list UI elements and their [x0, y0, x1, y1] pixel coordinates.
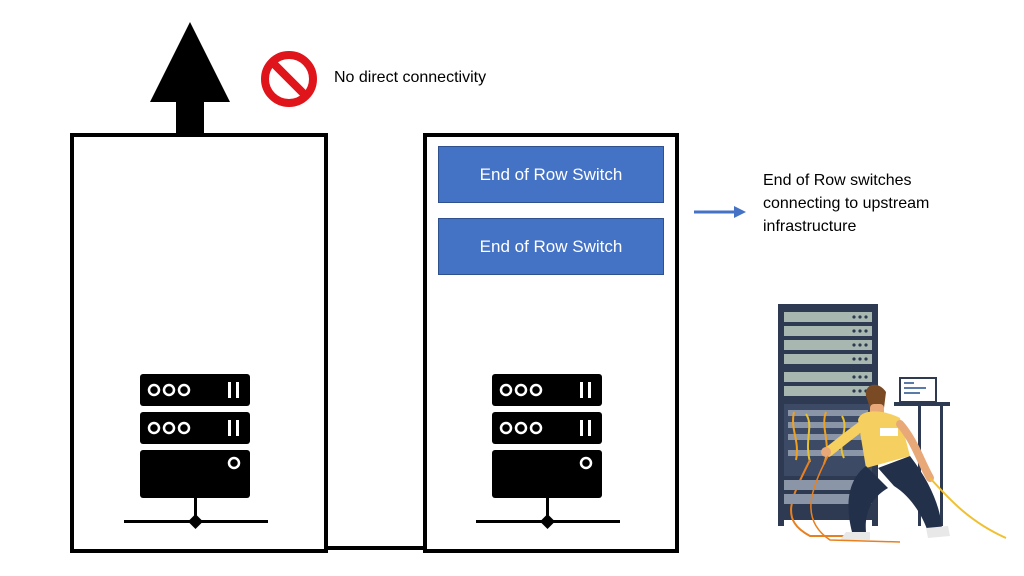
- eor-annotation: End of Row switches connecting to upstre…: [763, 169, 929, 238]
- technician-illustration: [778, 304, 1007, 543]
- up-arrow-icon: [150, 22, 230, 138]
- no-connectivity-label: No direct connectivity: [334, 69, 487, 86]
- server-stack-icon: [124, 374, 268, 529]
- eor-line: connecting to upstream: [763, 195, 930, 212]
- eor-line: infrastructure: [763, 218, 857, 235]
- end-of-row-switch: End of Row Switch: [438, 218, 664, 275]
- right-arrow-icon: [694, 206, 746, 218]
- eor-line: End of Row switches: [763, 172, 912, 189]
- end-of-row-switch: End of Row Switch: [438, 146, 664, 203]
- right-rack: [423, 133, 679, 553]
- prohibited-icon: [261, 51, 317, 107]
- rack-connector: [320, 546, 430, 550]
- server-stack-icon: [476, 374, 620, 529]
